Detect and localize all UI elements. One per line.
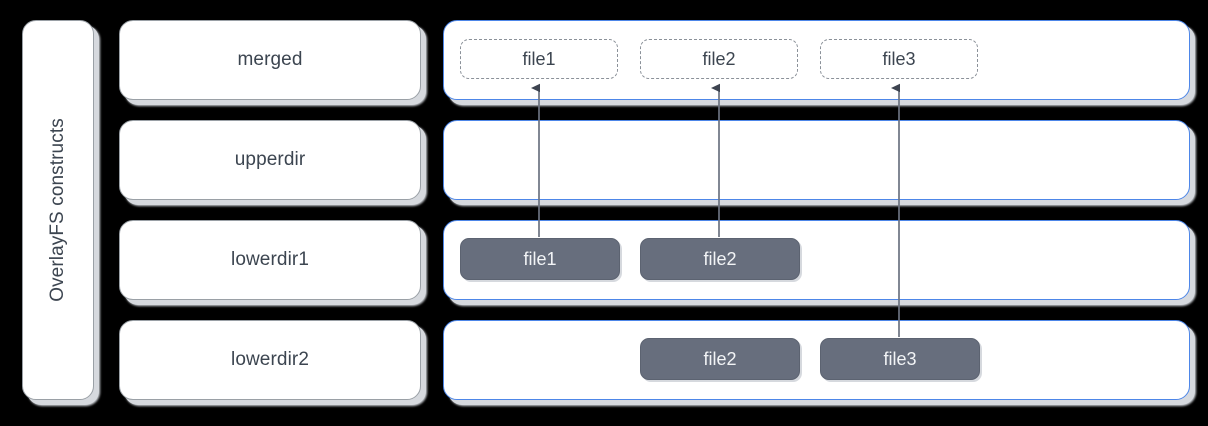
merged-file-label: file1 (522, 48, 556, 69)
layer-name-label: merged (237, 49, 303, 70)
lane-lowerdir1: file1 file2 (443, 220, 1190, 300)
overlayfs-constructs-column: OverlayFS constructs (22, 20, 94, 400)
layer-name-upperdir: upperdir (119, 120, 421, 200)
layer-name-label: upperdir (234, 149, 306, 170)
layer-name-label: lowerdir1 (231, 249, 309, 270)
lowerdir1-file-label: file1 (523, 248, 557, 269)
lowerdir1-file-chip: file2 (640, 238, 800, 280)
layer-name-lowerdir2: lowerdir2 (119, 320, 421, 400)
lane-upperdir (443, 120, 1190, 200)
merged-file-chip: file2 (640, 39, 798, 79)
layer-name-lowerdir1: lowerdir1 (119, 220, 421, 300)
lowerdir2-file-chip: file2 (640, 338, 800, 380)
merged-file-chip: file1 (460, 39, 618, 79)
merged-file-chip: file3 (820, 39, 978, 79)
lowerdir2-file-chip: file3 (820, 338, 980, 380)
layer-name-merged: merged (119, 20, 421, 100)
merged-file-label: file3 (882, 48, 916, 69)
overlayfs-constructs-label: OverlayFS constructs (47, 118, 68, 302)
lowerdir1-file-chip: file1 (460, 238, 620, 280)
lowerdir1-file-label: file2 (703, 248, 737, 269)
lowerdir2-file-label: file2 (703, 348, 737, 369)
merged-file-label: file2 (702, 48, 736, 69)
lane-lowerdir2: file2 file3 (443, 320, 1190, 400)
lowerdir2-file-label: file3 (883, 348, 917, 369)
layer-name-label: lowerdir2 (231, 349, 309, 370)
lane-merged: file1 file2 file3 (443, 20, 1190, 100)
